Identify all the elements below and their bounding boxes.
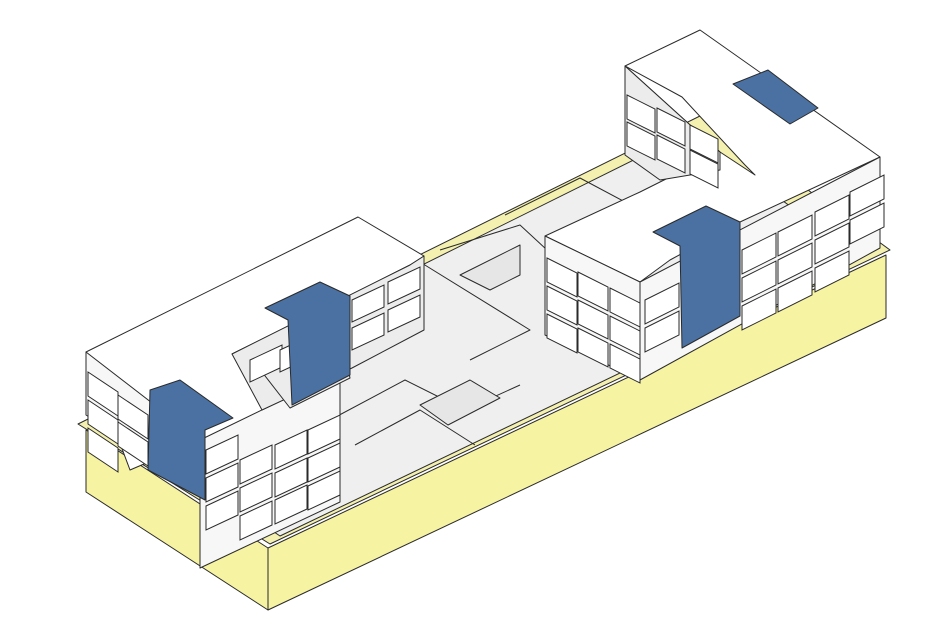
facade-window-module — [239, 500, 273, 541]
facade-window-module — [689, 124, 719, 164]
facade-window-module — [307, 470, 341, 511]
facade-window-module — [546, 257, 578, 298]
facade-window-module — [814, 194, 850, 237]
courtyard-paving-line — [354, 409, 476, 446]
facade-window-module — [656, 134, 686, 174]
facade-window-module — [577, 327, 609, 368]
facade-window-module — [205, 434, 239, 475]
facade-window-module — [387, 294, 421, 333]
facade-window-module — [87, 427, 119, 473]
facade-window-module — [205, 490, 239, 531]
facade-window-module — [274, 429, 308, 470]
facade-window-module — [239, 444, 273, 485]
left-block — [85, 216, 425, 569]
right-block-window-modules — [546, 94, 885, 384]
facade-window-module — [644, 310, 680, 353]
facade-window-module — [274, 457, 308, 498]
facade-window-module — [741, 260, 777, 303]
facade-window-module — [777, 242, 813, 285]
courtyard-paving-line — [504, 177, 641, 216]
stair-core — [264, 281, 351, 406]
facade-window-module — [689, 149, 719, 189]
facade-window-module — [849, 174, 885, 217]
facade-window-module — [849, 202, 885, 245]
facade-window-module — [777, 214, 813, 257]
facade-window-module — [577, 299, 609, 340]
facade-window-module — [546, 285, 578, 326]
stair-core — [732, 69, 819, 125]
facade-window-module — [814, 250, 850, 293]
facade-window-module — [656, 107, 686, 147]
facade-window-module — [546, 313, 578, 354]
facade-window-module — [351, 312, 385, 351]
facade-window-module — [644, 282, 680, 325]
facade-window-module — [274, 484, 308, 525]
stair-core — [147, 379, 234, 501]
facade-window-module — [609, 287, 641, 328]
facade-window-module — [626, 121, 656, 161]
facade-window-module — [741, 232, 777, 275]
facade-window-module — [117, 394, 149, 440]
facade-window-module — [626, 94, 656, 134]
facade-window-module — [609, 315, 641, 356]
facade-window-module — [387, 266, 421, 305]
facade-window-module — [577, 271, 609, 312]
stair-core — [652, 205, 741, 349]
facade-window-module — [307, 442, 341, 483]
facade-window-module — [741, 288, 777, 331]
facade-window-module — [307, 414, 341, 455]
facade-window-module — [609, 343, 641, 384]
courtyard-planter — [459, 244, 521, 291]
facade-window-module — [351, 284, 385, 323]
left-block-window-modules — [87, 266, 421, 541]
facade-window-module — [814, 222, 850, 265]
courtyard-paving-line — [419, 261, 531, 361]
facade-window-module — [777, 270, 813, 313]
right-block — [544, 29, 885, 384]
facade-window-module — [239, 472, 273, 513]
courtyard-planter — [419, 379, 501, 426]
facade-window-module — [205, 462, 239, 503]
